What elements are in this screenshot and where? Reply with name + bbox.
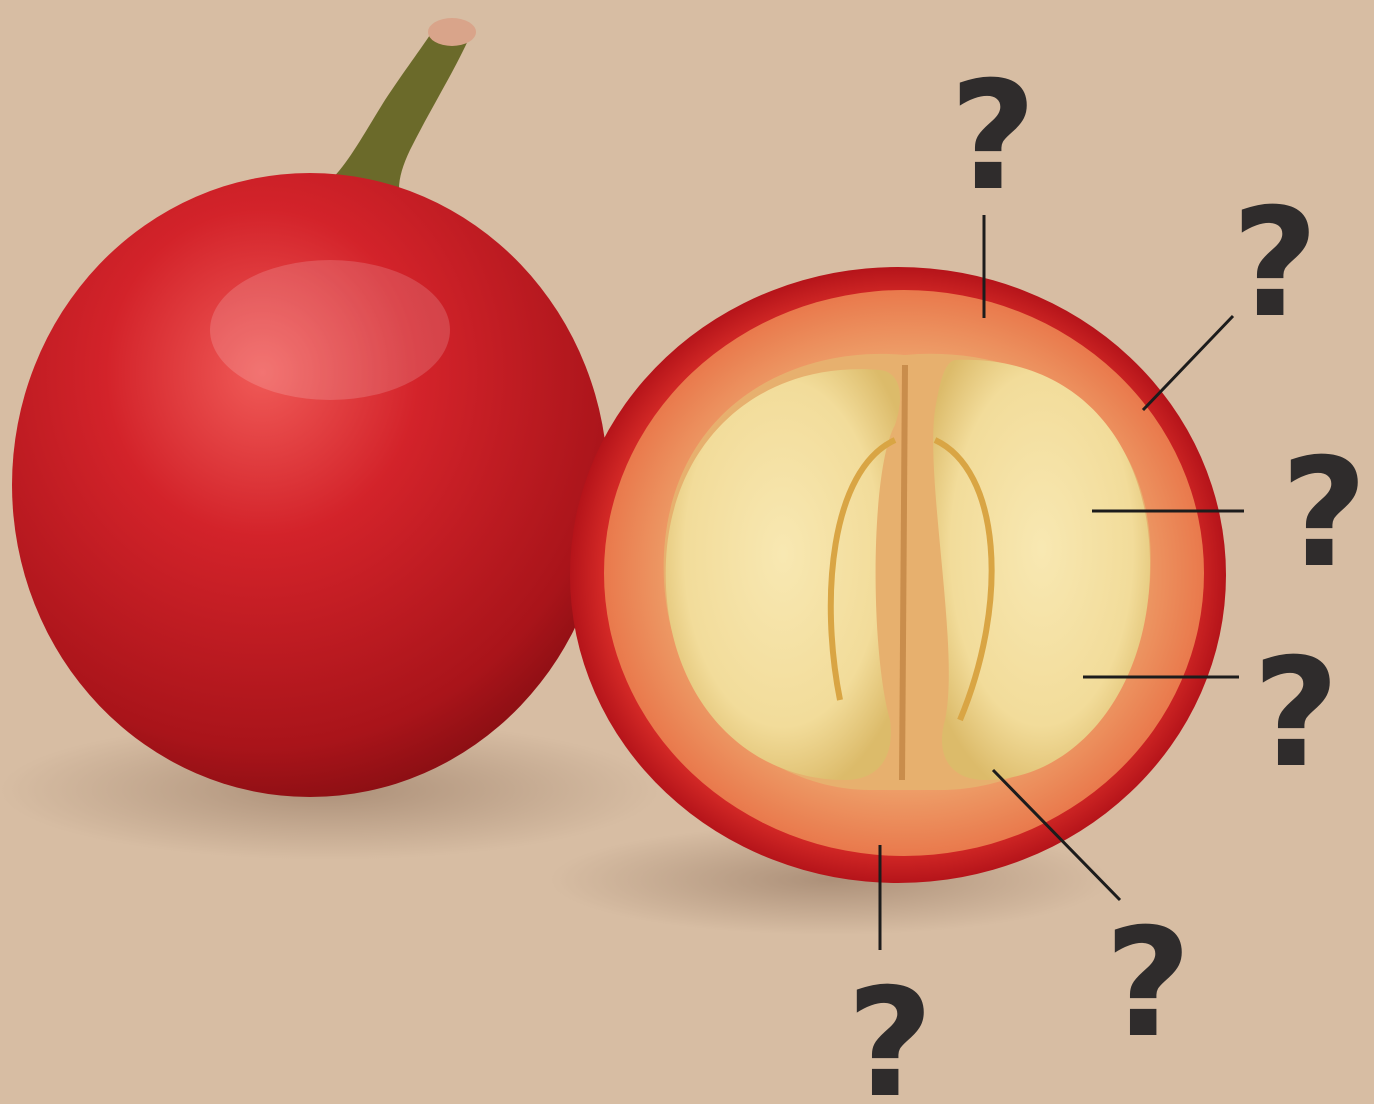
halved-coffee-cherry [570, 267, 1226, 883]
stem-tip [428, 18, 476, 46]
label-bottom: ? [846, 957, 933, 1104]
label-upper-right: ? [1231, 177, 1318, 351]
cherry-highlight [210, 260, 450, 400]
leader-line-upper-right [1143, 316, 1233, 410]
center-cleft [902, 365, 905, 780]
label-right-lower: ? [1252, 627, 1339, 801]
label-right-middle: ? [1280, 427, 1367, 601]
label-bottom-right: ? [1104, 897, 1191, 1071]
label-top: ? [949, 50, 1036, 224]
whole-coffee-cherry [12, 18, 608, 797]
